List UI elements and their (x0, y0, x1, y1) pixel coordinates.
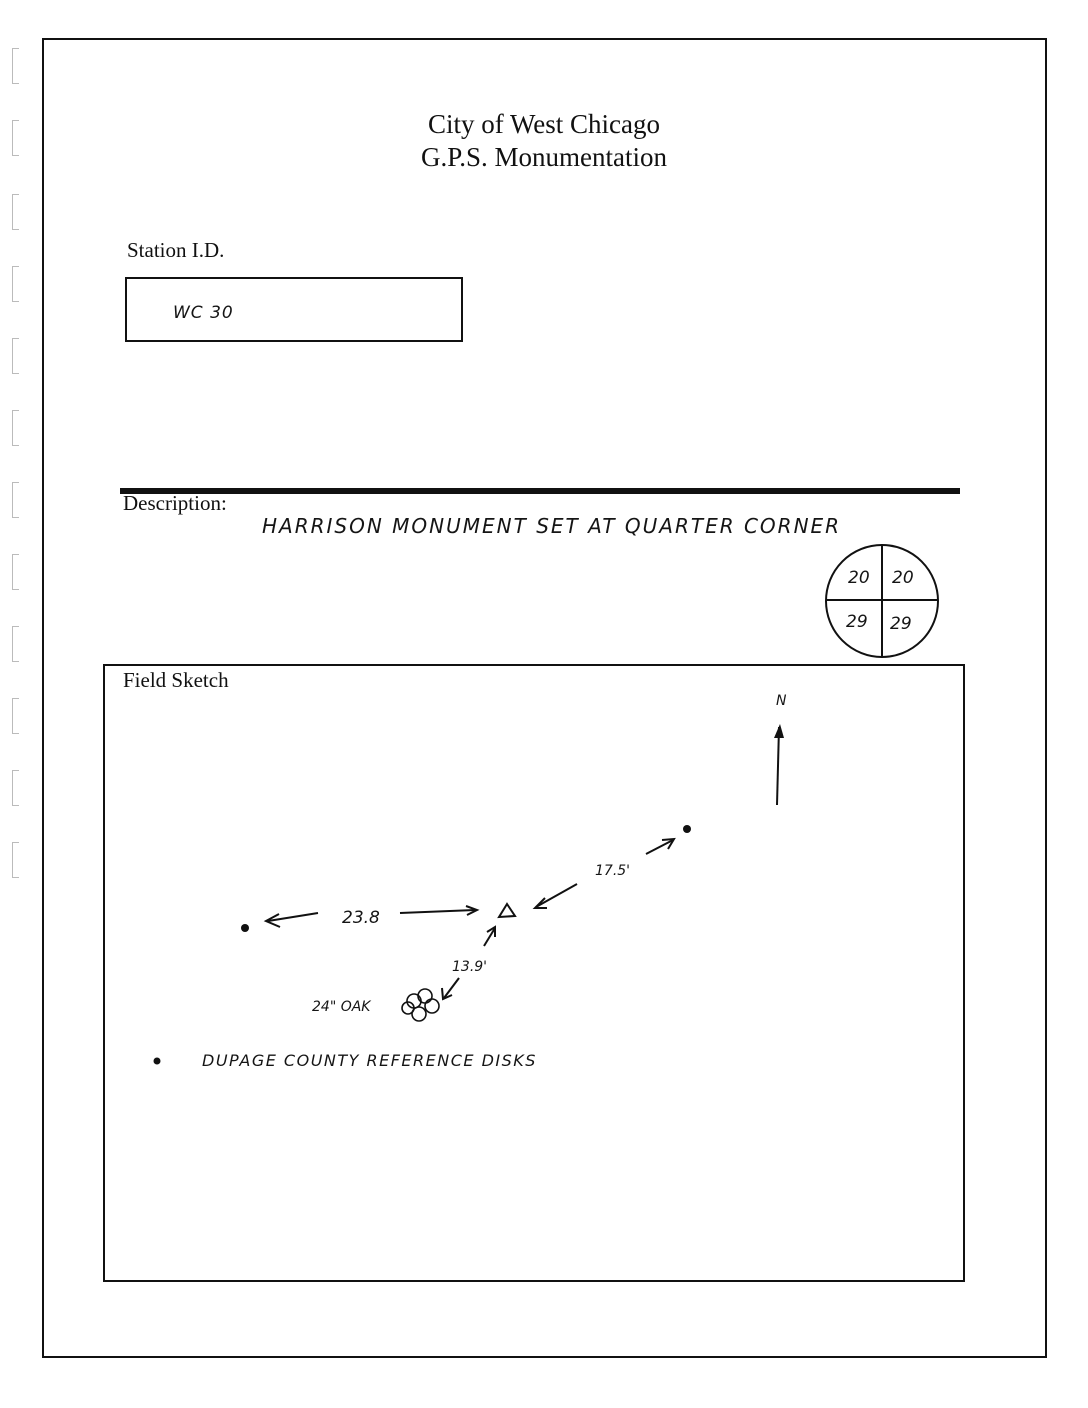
north-arrow-icon (774, 724, 784, 806)
reference-disk-west (241, 924, 249, 932)
binder-punch-mark (12, 626, 19, 662)
tree-label: 24" OAK (312, 999, 372, 1015)
description-label: Description: (123, 491, 227, 515)
binder-punch-mark (12, 410, 19, 446)
tree-distance-label: 13.9' (452, 959, 487, 975)
page-title: City of West Chicago (427, 109, 661, 139)
tree-icon (401, 988, 440, 1022)
binder-punch-mark (12, 338, 19, 374)
binder-punch-mark (12, 842, 19, 878)
station-id-label: Station I.D. (127, 238, 225, 262)
north-label: N (776, 693, 787, 709)
field-sketch-label: Field Sketch (123, 668, 229, 692)
section-corner-diagram: 20 20 29 29 (825, 544, 939, 658)
section-number-ne: 20 (892, 568, 914, 588)
legend-bullet-icon (153, 1057, 161, 1065)
legend-text: DUPAGE COUNTY REFERENCE DISKS (202, 1051, 537, 1070)
section-number-se: 29 (890, 614, 912, 634)
binder-punch-mark (12, 698, 19, 734)
west-distance-arrow (263, 905, 480, 928)
monument-triangle-icon (497, 902, 517, 919)
station-id-field: WC 30 (125, 277, 463, 342)
section-divider (120, 488, 960, 494)
reference-disk-northeast (683, 825, 691, 833)
field-sketch-box: Field Sketch (103, 664, 965, 1282)
page-subtitle: G.P.S. Monumentation (420, 142, 668, 172)
binder-punch-mark (12, 266, 19, 302)
binder-punch-mark (12, 770, 19, 806)
west-distance-label: 23.8 (342, 908, 380, 928)
tree-distance-arrow (441, 925, 496, 1001)
section-number-sw: 29 (846, 612, 868, 632)
description-text: HARRISON MONUMENT SET AT QUARTER CORNER (262, 514, 842, 538)
section-number-nw: 20 (848, 568, 870, 588)
northeast-distance-label: 17.5' (595, 863, 630, 879)
northeast-distance-arrow (532, 837, 676, 909)
page-frame (42, 38, 1047, 1358)
binder-punch-mark (12, 194, 19, 230)
binder-punch-mark (12, 482, 19, 518)
binder-punch-mark (12, 48, 19, 84)
binder-punch-mark (12, 554, 19, 590)
station-id-value: WC 30 (173, 303, 234, 323)
binder-punch-mark (12, 120, 19, 156)
